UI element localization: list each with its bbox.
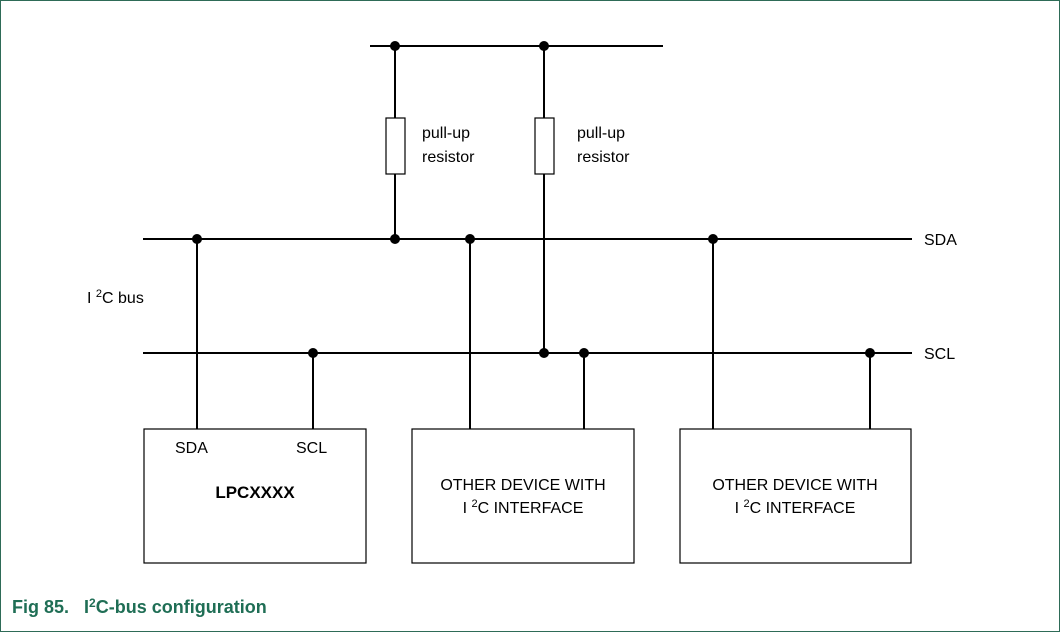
i2c-bus-diagram: pull-up resistor pull-up resistor SDA SC… [87, 41, 957, 564]
device-lpcxxxx: SDA SCL LPCXXXX [143, 428, 367, 564]
device-other-2-line2: I 2C INTERFACE [735, 498, 856, 517]
pullup-resistor-2 [534, 46, 555, 353]
device-other-1: OTHER DEVICE WITH I 2C INTERFACE [411, 428, 635, 564]
i2c-bus-label: I 2C bus [87, 288, 144, 307]
lpc-device-title: LPCXXXX [215, 483, 295, 502]
device-other-2-line1: OTHER DEVICE WITH [712, 477, 877, 494]
device-other-1-line1: OTHER DEVICE WITH [440, 477, 605, 494]
device-other-2: OTHER DEVICE WITH I 2C INTERFACE [679, 428, 912, 564]
sda-line-label: SDA [924, 232, 957, 249]
pullup-2-label-line1: pull-up [577, 125, 625, 142]
device-other-1-line2: I 2C INTERFACE [463, 498, 584, 517]
pullup-1-label-line1: pull-up [422, 125, 470, 142]
scl-line-label: SCL [924, 346, 955, 363]
figure-caption: Fig 85. I2C-bus configuration [12, 596, 267, 617]
pullup-2-label-line2: resistor [577, 149, 630, 166]
pullup-1-label-line2: resistor [422, 149, 475, 166]
pullup-resistor-1 [385, 46, 406, 239]
junction-dots [192, 41, 875, 358]
figure-number: Fig 85. [12, 597, 70, 617]
lpc-sda-pin-label: SDA [175, 440, 208, 457]
lpc-scl-pin-label: SCL [296, 440, 327, 457]
